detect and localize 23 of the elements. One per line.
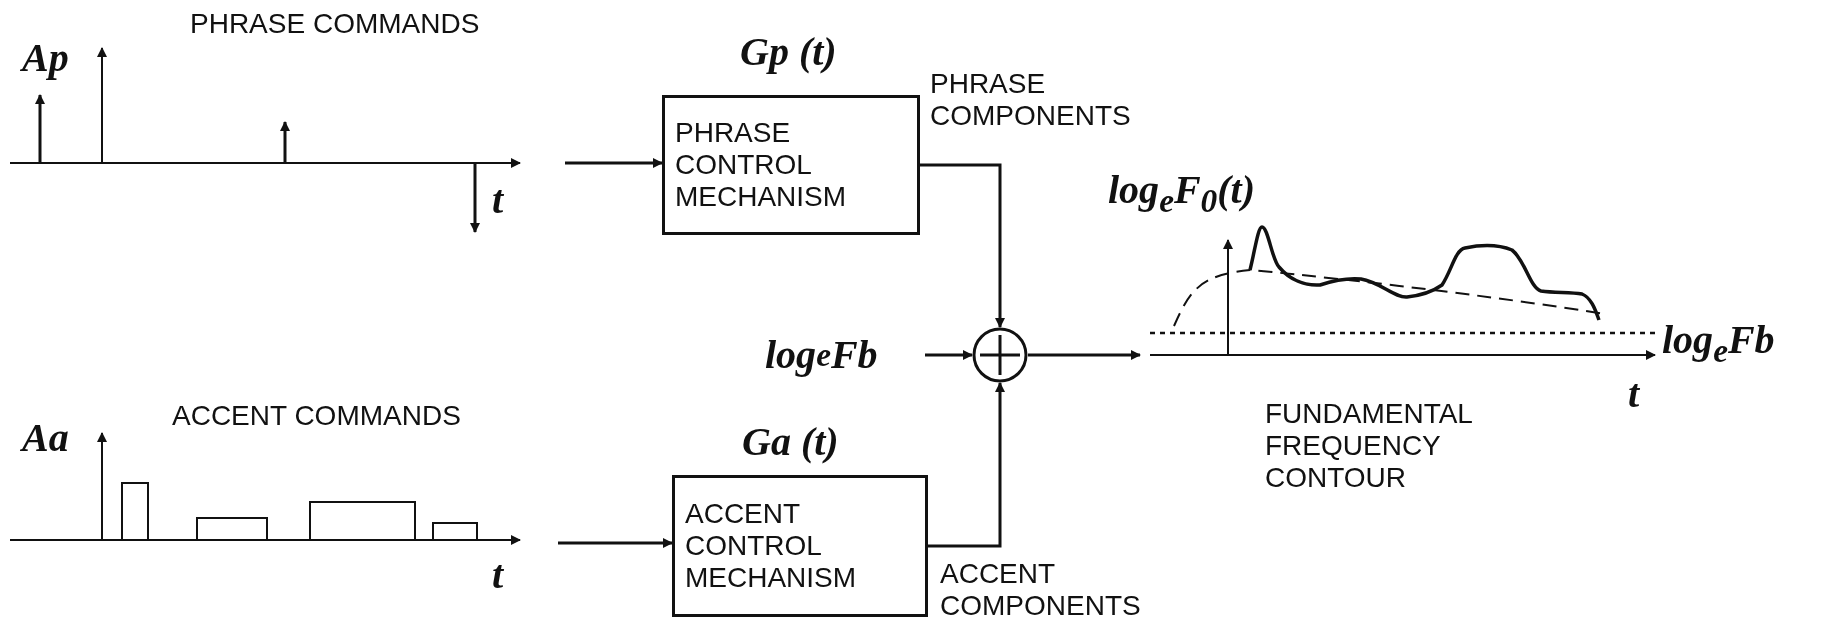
arrow <box>558 538 673 548</box>
arrow <box>565 158 663 168</box>
plot-title: FUNDAMENTAL FREQUENCY CONTOUR <box>1265 398 1473 495</box>
phrase-control-box: PHRASE CONTROL MECHANISM <box>662 95 920 235</box>
arrow <box>1028 350 1141 360</box>
arrow <box>925 350 973 360</box>
plot-title: ACCENT COMMANDS <box>172 400 461 433</box>
axis-label: t <box>1628 372 1640 416</box>
axis-label: Aa <box>22 416 69 460</box>
axis-label: Ap <box>22 36 69 80</box>
baseline-label: log$_{e}$Fb <box>1662 318 1775 370</box>
accent-control-box: ACCENT CONTROL MECHANISM <box>672 475 928 617</box>
summing-junction <box>972 327 1028 383</box>
axis-label: t <box>492 553 504 597</box>
transfer-function-label: Ga (t) <box>742 420 839 464</box>
axis-label: log$_{e}$F$_{0}$(t) <box>1108 168 1256 220</box>
arrow <box>928 382 1005 548</box>
component-label: PHRASE COMPONENTS <box>930 68 1132 133</box>
transfer-function-label: Gp (t) <box>740 30 837 74</box>
plot-title: PHRASE COMMANDS <box>190 8 480 41</box>
axis-label: t <box>492 178 504 222</box>
arrow <box>920 163 1005 328</box>
component-label: ACCENT COMPONENTS <box>940 558 1142 623</box>
